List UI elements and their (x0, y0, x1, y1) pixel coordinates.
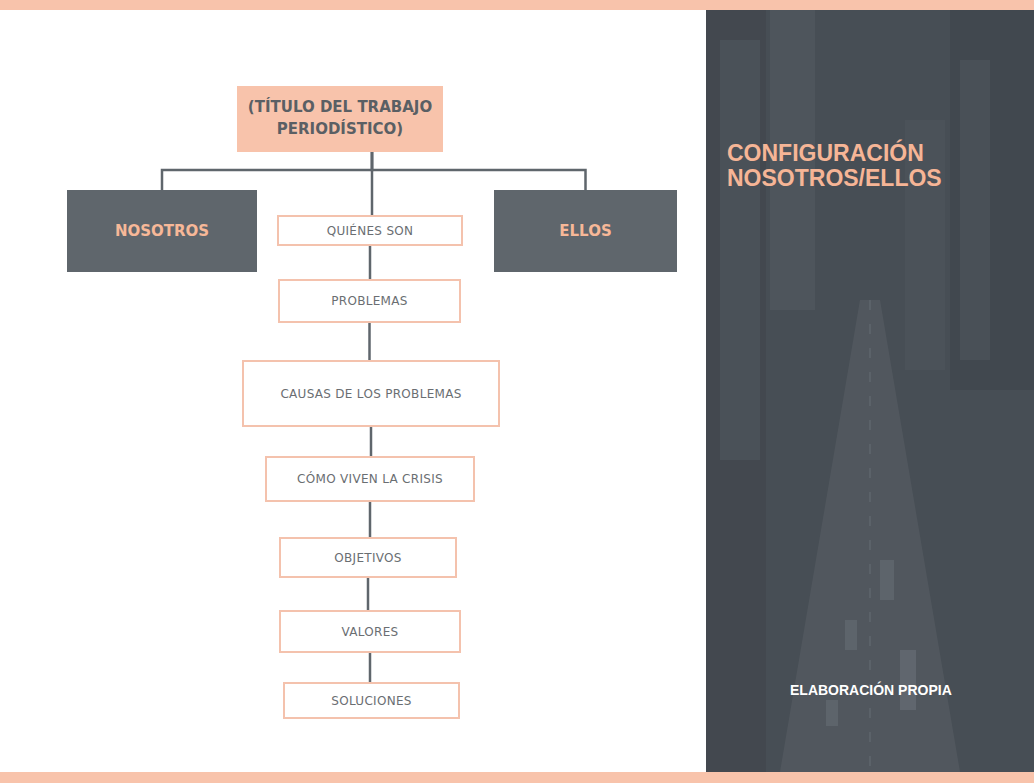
node-text: OBJETIVOS (334, 551, 401, 565)
process-box: VALORES (279, 610, 461, 653)
node-text: NOSOTROS (115, 222, 209, 240)
node-text: QUIÉNES SON (327, 224, 414, 238)
connector-line (370, 427, 373, 456)
connector-line (368, 323, 371, 360)
connector-line (369, 246, 372, 279)
connector-line (369, 502, 372, 537)
process-box: OBJETIVOS (279, 537, 457, 578)
bottom-bar (0, 772, 1034, 783)
caption: ELABORACIÓN PROPIA (790, 682, 1020, 698)
node-text: SOLUCIONES (331, 694, 411, 708)
group-box: NOSOTROS (67, 190, 257, 272)
top-bar (0, 0, 1034, 10)
process-box: SOLUCIONES (283, 682, 460, 719)
node-text: CAUSAS DE LOS PROBLEMAS (280, 387, 461, 401)
node-text: CÓMO VIVEN LA CRISIS (297, 472, 443, 486)
process-box: CÓMO VIVEN LA CRISIS (265, 456, 475, 502)
process-box: PROBLEMAS (278, 279, 461, 323)
process-box: QUIÉNES SON (277, 215, 463, 246)
connector-line (369, 653, 372, 682)
group-box: ELLOS (494, 190, 677, 272)
node-text: ELLOS (559, 222, 611, 240)
process-box: CAUSAS DE LOS PROBLEMAS (242, 360, 500, 427)
diagram-title: CONFIGURACIÓN NOSOTROS/ELLOS (727, 141, 977, 191)
connector-line (367, 578, 370, 610)
city-panel (706, 10, 1034, 772)
connector-line (372, 152, 586, 190)
node-text: (TÍTULO DEL TRABAJO PERIODÍSTICO) (247, 97, 433, 141)
node-text: PROBLEMAS (331, 294, 407, 308)
node-text: VALORES (342, 625, 399, 639)
title-box: (TÍTULO DEL TRABAJO PERIODÍSTICO) (237, 86, 443, 152)
connector-line (162, 152, 372, 190)
